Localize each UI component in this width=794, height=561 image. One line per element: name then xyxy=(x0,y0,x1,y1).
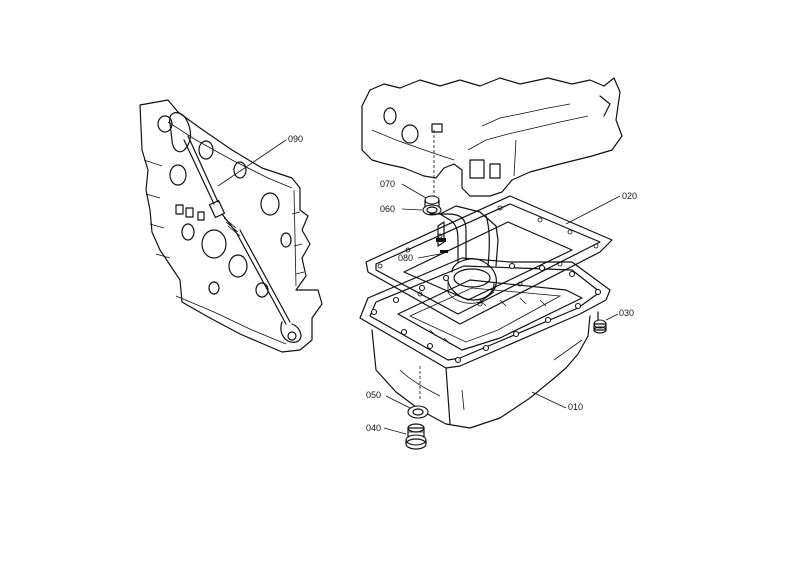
callout-040: 040 xyxy=(366,423,381,433)
callout-060: 060 xyxy=(380,204,395,214)
callout-080: 080 xyxy=(398,253,413,263)
pan-bolt xyxy=(593,311,607,334)
callout-090: 090 xyxy=(288,134,303,144)
callout-030: 030 xyxy=(619,308,634,318)
drain-plug xyxy=(405,423,427,450)
callout-020: 020 xyxy=(622,191,637,201)
dipstick-guide xyxy=(157,112,302,343)
oil-strainer-fitting xyxy=(422,195,442,216)
drain-plug-gasket xyxy=(407,405,429,419)
callout-070: 070 xyxy=(380,179,395,189)
engine-block-right xyxy=(361,77,623,197)
callout-050: 050 xyxy=(366,390,381,400)
oil-pan xyxy=(359,257,611,429)
callout-010: 010 xyxy=(568,402,583,412)
